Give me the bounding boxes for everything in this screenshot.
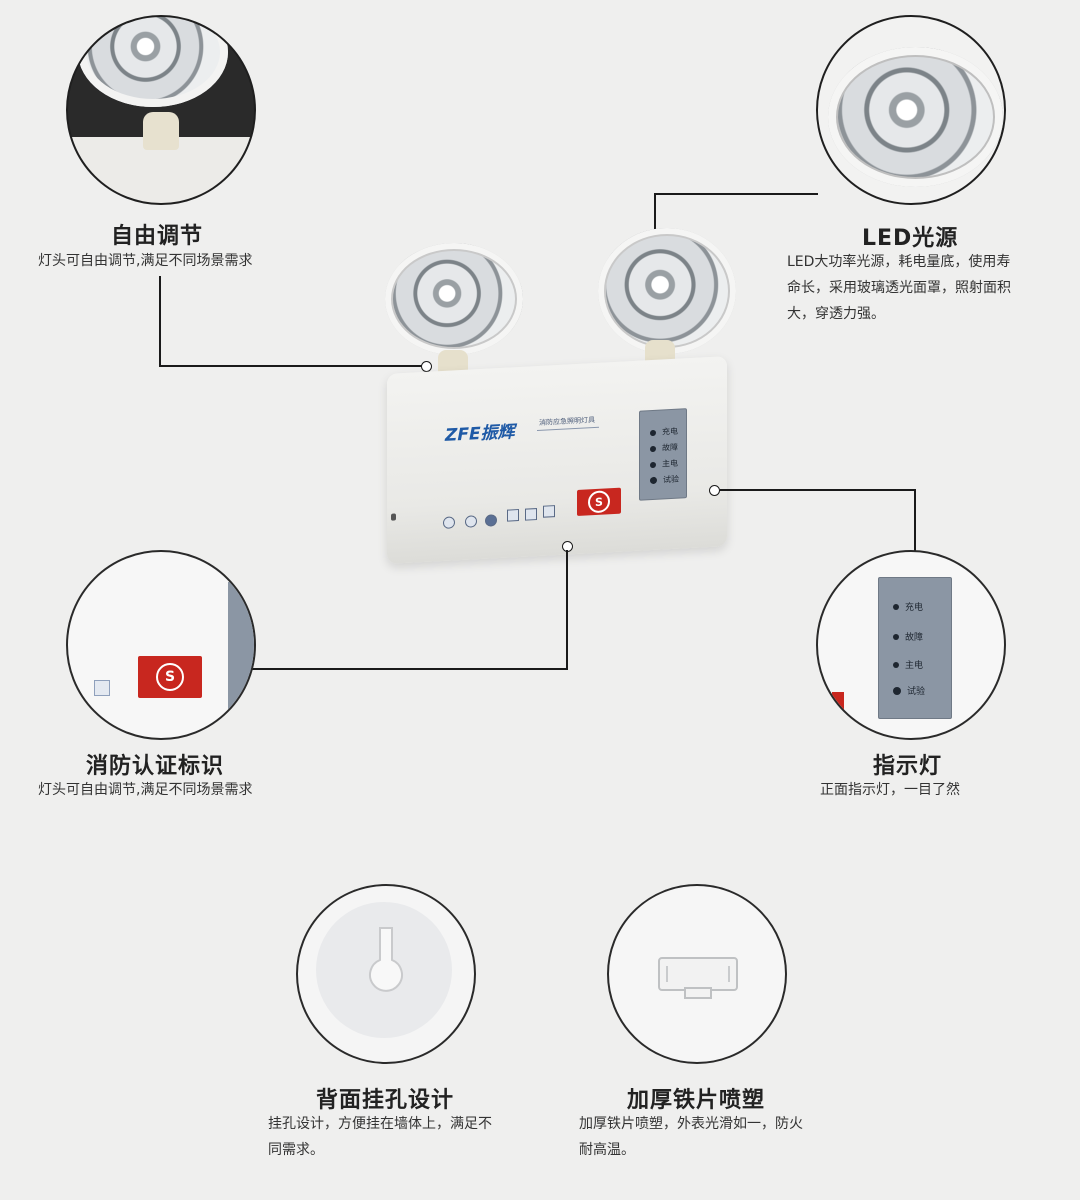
leader-line: [914, 489, 916, 551]
fire-cert-title: 消防认证标识: [86, 754, 225, 779]
indicator-row: 主电: [650, 458, 678, 470]
keyhole-icon: [369, 927, 403, 992]
callout-dot: [421, 361, 432, 372]
indicator-desc: 正面指示灯，一目了然: [820, 782, 960, 798]
hang-hole-desc-line2: 同需求。: [268, 1142, 324, 1158]
callout-dot: [709, 485, 720, 496]
right-lamp-head: [598, 228, 736, 354]
free-adjust-desc: 灯头可自由调节,满足不同场景需求: [38, 253, 253, 269]
leader-line: [566, 550, 568, 670]
free-adjust-title: 自由调节: [111, 224, 204, 249]
brand-logo: ZFE振辉: [445, 422, 515, 446]
free-adjust-closeup: [66, 15, 256, 205]
leader-line: [159, 365, 425, 367]
indicator-row: 故障: [650, 442, 678, 454]
led-source-desc-line1: LED大功率光源，耗电量底，使用寿: [787, 254, 1011, 270]
usage-icon: [525, 508, 537, 521]
product-subtitle: 消防应急照明灯具: [539, 416, 595, 427]
leader-line: [159, 276, 161, 367]
iron-plate-title: 加厚铁片喷塑: [627, 1088, 766, 1113]
fire-cert-closeup: S: [66, 550, 256, 740]
led-source-desc-line3: 大，穿透力强。: [787, 306, 885, 322]
fire-cert-desc: 灯头可自由调节,满足不同场景需求: [38, 782, 253, 798]
leader-line: [654, 193, 818, 195]
screw-hole: [391, 513, 396, 521]
hang-hole-desc-line1: 挂孔设计，方便挂在墙体上，满足不: [268, 1116, 492, 1132]
indicator-panel: 充电 故障 主电 试验: [639, 408, 687, 501]
led-source-closeup: [816, 15, 1006, 205]
iron-plate-desc-line2: 耐高温。: [579, 1142, 635, 1158]
leader-line: [654, 193, 656, 249]
usage-icon: [507, 508, 519, 522]
usage-icon: [543, 505, 555, 518]
indicator-title: 指示灯: [873, 754, 943, 779]
plate-clip-icon: [658, 957, 738, 999]
leader-line: [720, 489, 916, 491]
indicator-row: 充电: [650, 426, 678, 438]
indicator-closeup: 充电 故障 主电 试验: [816, 550, 1006, 740]
usage-icon: [443, 516, 455, 529]
left-lamp-head: [385, 243, 523, 355]
leader-line: [252, 668, 568, 670]
iron-plate-desc-line1: 加厚铁片喷塑，外表光滑如一，防火: [579, 1116, 803, 1132]
usage-icon: [485, 514, 497, 527]
iron-plate-closeup: [607, 884, 787, 1064]
usage-icon: [465, 515, 477, 528]
fire-cert-badge: S: [577, 487, 621, 516]
led-source-title: LED光源: [862, 226, 959, 251]
test-button[interactable]: 试验: [650, 474, 679, 487]
led-source-desc-line2: 命长，采用玻璃透光面罩，照射面积: [787, 280, 1011, 296]
hang-hole-closeup: [296, 884, 476, 1064]
hang-hole-title: 背面挂孔设计: [316, 1088, 455, 1113]
light-housing: ZFE振辉 消防应急照明灯具 充电 故障 主电 试验 S: [387, 356, 727, 564]
